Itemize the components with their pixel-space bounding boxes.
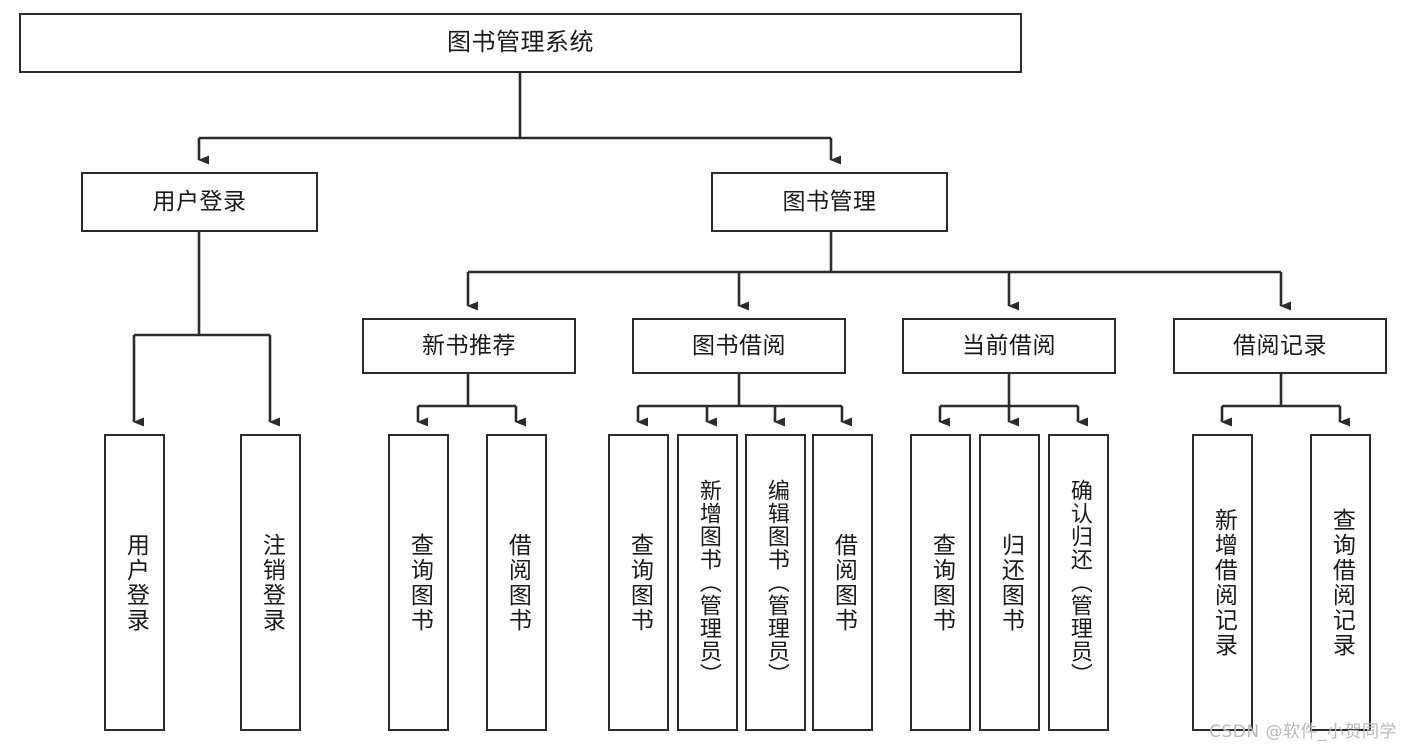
node-root-book-management-system[interactable]: 图书管理系统 — [19, 13, 1022, 73]
node-label: 借阅图书 — [830, 532, 857, 633]
node-book-borrowing[interactable]: 图书借阅 — [632, 318, 846, 374]
node-leaf-confirm-return-admin[interactable]: 确认归还（管理员） — [1048, 434, 1109, 731]
node-leaf-return-books[interactable]: 归还图书 — [979, 434, 1040, 731]
node-leaf-logout[interactable]: 注销登录 — [240, 434, 301, 731]
node-user-login[interactable]: 用户登录 — [81, 172, 318, 232]
node-borrowing-records[interactable]: 借阅记录 — [1173, 318, 1387, 374]
node-label: 用户登录 — [152, 188, 247, 215]
node-label: 查询图书 — [406, 532, 433, 633]
node-label: 图书管理系统 — [447, 28, 594, 57]
node-leaf-query-borrow-record[interactable]: 查询借阅记录 — [1310, 434, 1371, 731]
node-label: 确认归还（管理员） — [1066, 479, 1092, 686]
node-label: 注销登录 — [258, 532, 285, 633]
node-leaf-user-login[interactable]: 用户登录 — [104, 434, 165, 731]
node-label: 查询图书 — [928, 532, 955, 633]
node-leaf-borrow-books-newbook[interactable]: 借阅图书 — [486, 434, 547, 731]
node-label: 用户登录 — [122, 532, 149, 633]
node-label: 图书管理 — [782, 188, 877, 215]
node-leaf-query-books-current[interactable]: 查询图书 — [910, 434, 971, 731]
node-label: 新增图书（管理员） — [695, 479, 721, 686]
node-leaf-edit-book-admin[interactable]: 编辑图书（管理员） — [745, 434, 806, 731]
node-label: 借阅图书 — [504, 532, 531, 633]
node-label: 图书借阅 — [692, 332, 786, 359]
node-leaf-add-borrow-record[interactable]: 新增借阅记录 — [1192, 434, 1253, 731]
node-leaf-add-book-admin[interactable]: 新增图书（管理员） — [677, 434, 738, 731]
node-book-management[interactable]: 图书管理 — [711, 172, 948, 232]
watermark-text: CSDN @软件_小贺同学 — [1209, 722, 1397, 742]
node-label: 当前借阅 — [962, 332, 1056, 359]
node-label: 借阅记录 — [1233, 332, 1327, 359]
node-label: 编辑图书（管理员） — [763, 479, 789, 686]
node-label: 新书推荐 — [422, 332, 516, 359]
node-label: 归还图书 — [997, 532, 1024, 633]
node-label: 新增借阅记录 — [1210, 507, 1237, 658]
node-new-book-recommendation[interactable]: 新书推荐 — [362, 318, 576, 374]
node-leaf-query-books-borrow[interactable]: 查询图书 — [608, 434, 669, 731]
node-leaf-query-books-newbook[interactable]: 查询图书 — [388, 434, 449, 731]
node-current-borrowing[interactable]: 当前借阅 — [902, 318, 1116, 374]
node-leaf-borrow-books-borrow[interactable]: 借阅图书 — [812, 434, 873, 731]
node-label: 查询图书 — [626, 532, 653, 633]
node-label: 查询借阅记录 — [1328, 507, 1355, 658]
